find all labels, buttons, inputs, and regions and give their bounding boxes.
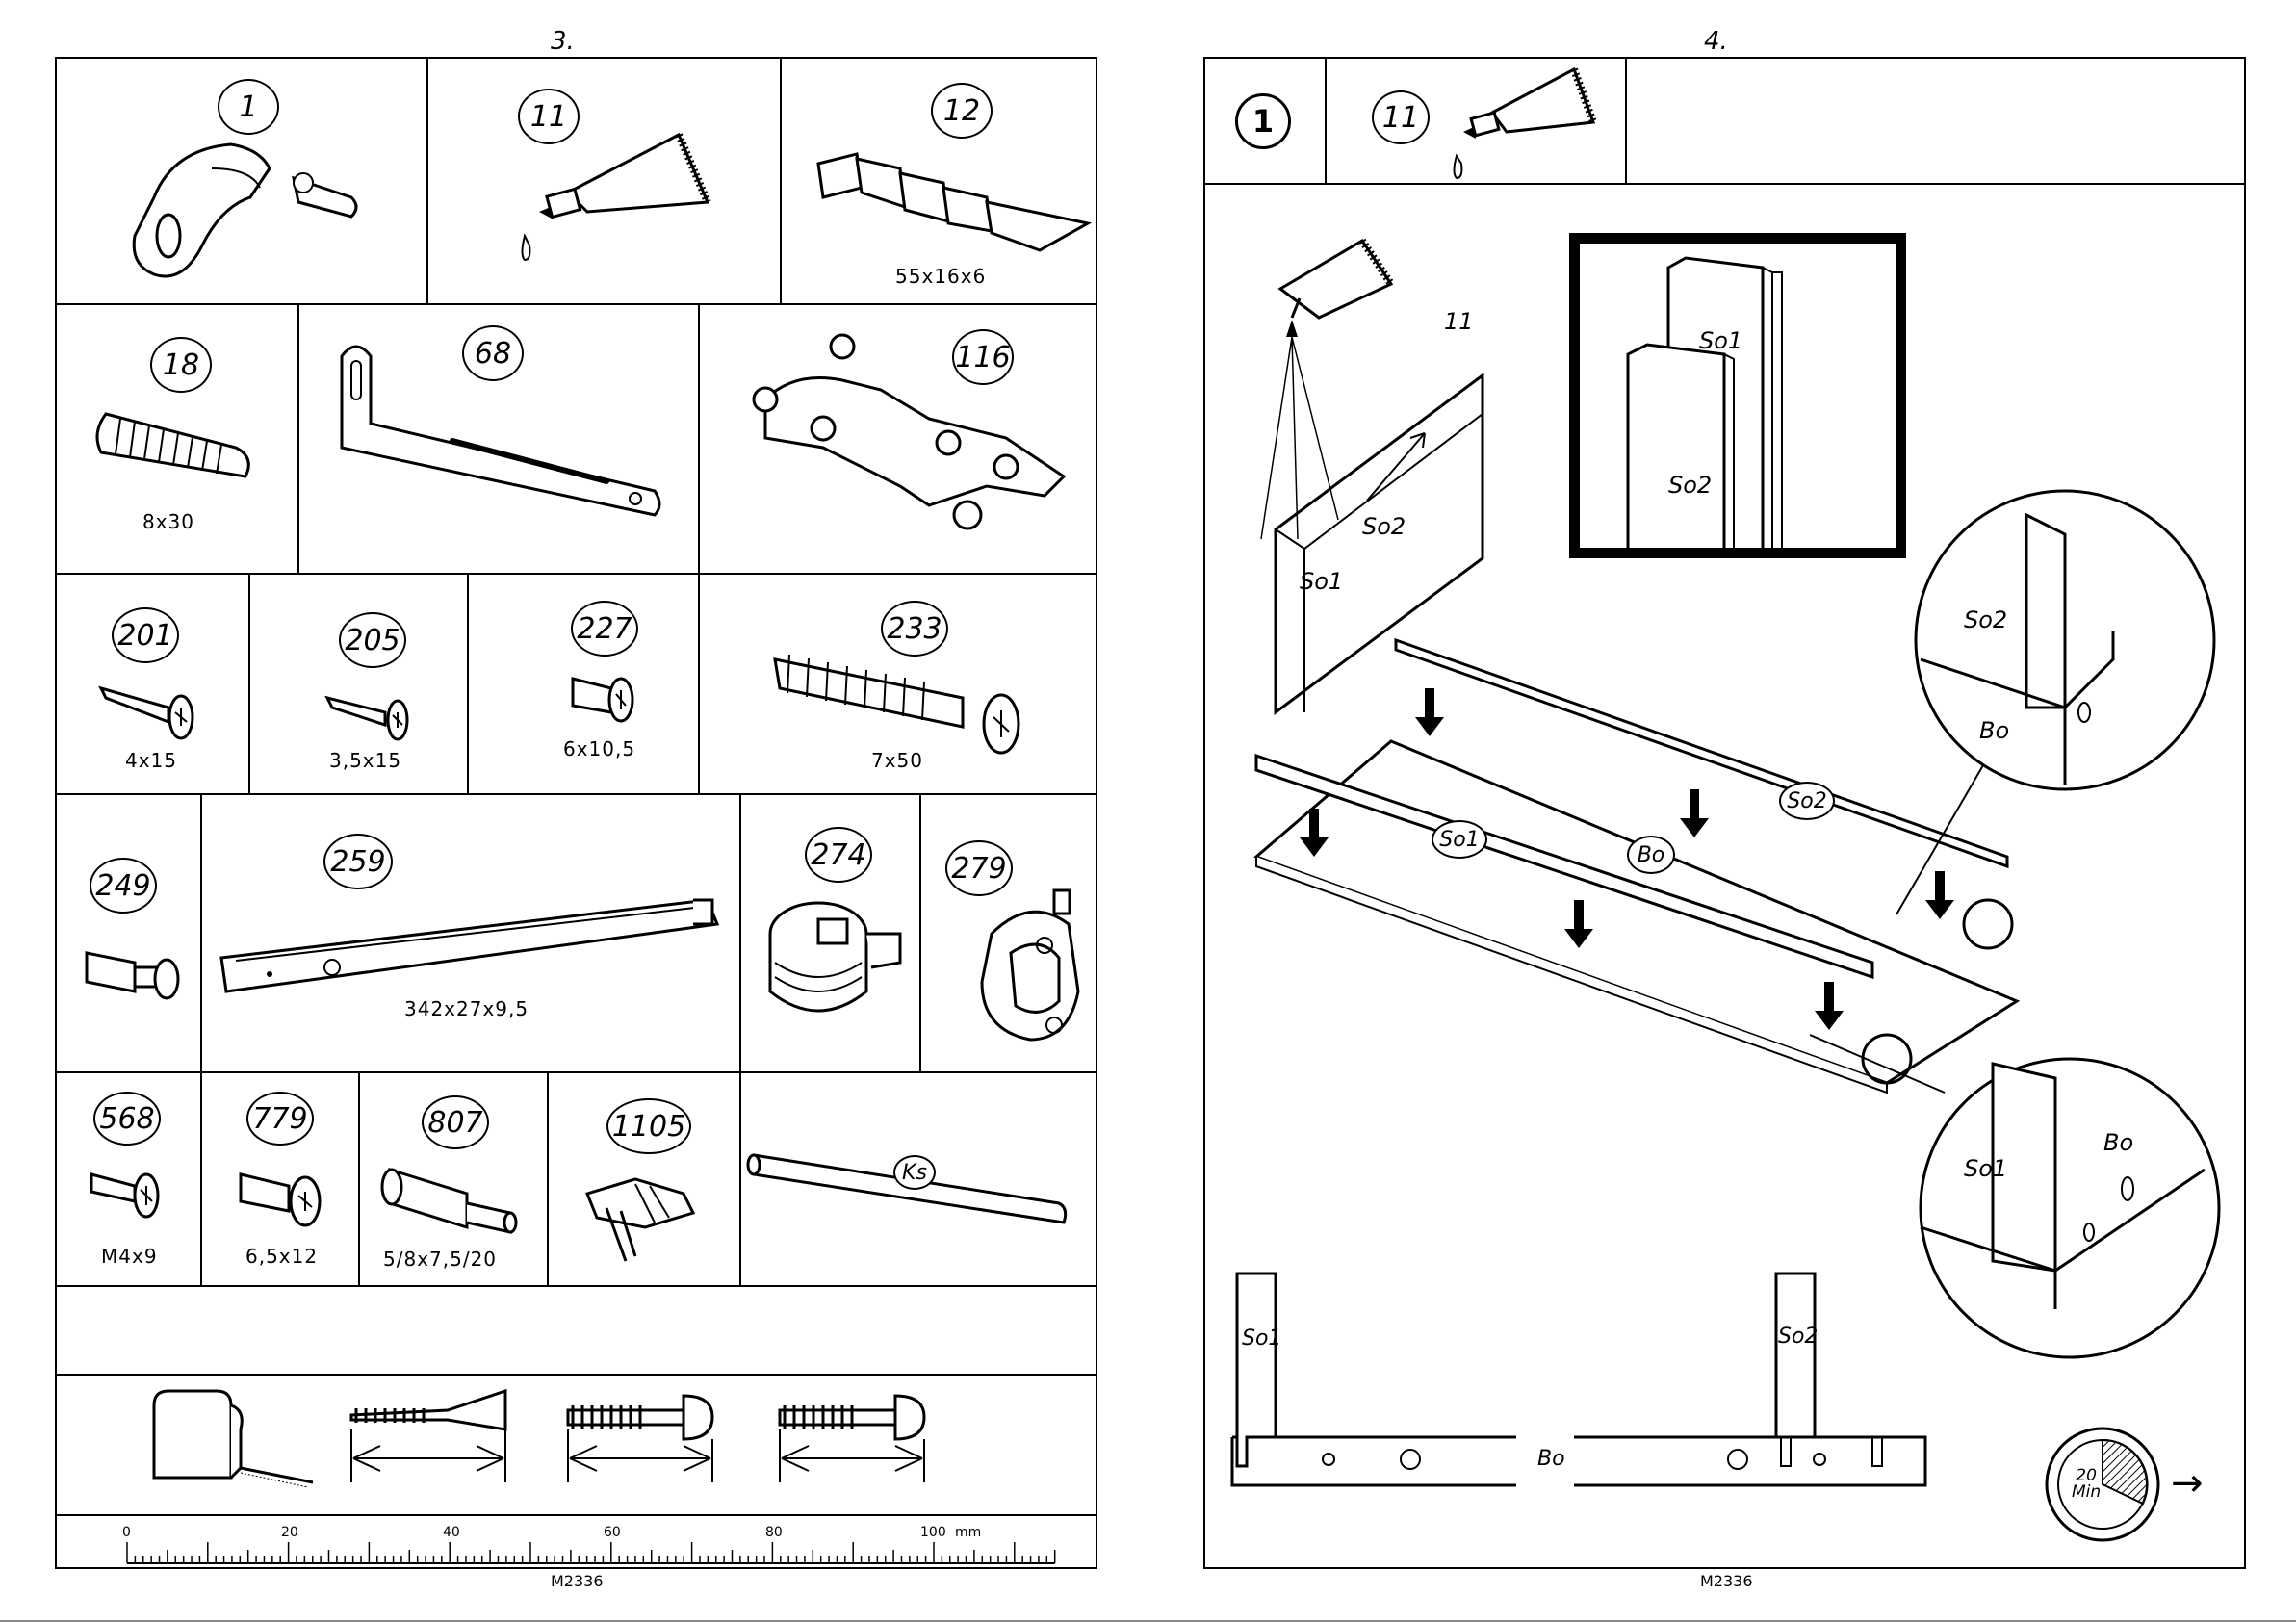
wooden-dowel-icon — [91, 404, 265, 501]
cam-lock-icon — [765, 895, 910, 1030]
part-number: 227 — [571, 601, 638, 657]
ruler-label-60: 60 — [604, 1525, 621, 1540]
part-dimension: M4x9 — [101, 1245, 158, 1268]
connector-fitting-icon — [116, 140, 366, 294]
left-doc-code: M2336 — [551, 1572, 604, 1590]
ruler-label-20: 20 — [281, 1525, 298, 1540]
circle-label-bo: Bo — [1979, 717, 2009, 744]
countersunk-screw-length-icon — [342, 1386, 525, 1492]
part-number: 779 — [246, 1092, 314, 1146]
mounting-bracket-icon — [337, 337, 674, 539]
circle-label-so2: So2 — [1964, 606, 2007, 633]
ruler-label-0: 0 — [122, 1525, 131, 1540]
rail-holder-icon — [972, 886, 1088, 1059]
part-number: 205 — [339, 612, 406, 668]
connector-bolt-icon — [82, 939, 188, 1006]
part-number: 274 — [805, 827, 872, 883]
cabinet-hinge-icon — [736, 332, 1083, 563]
part-dimension: 3,5x15 — [329, 749, 401, 772]
part-dimension: 6x10,5 — [563, 737, 635, 760]
wedge-shims-icon — [809, 154, 1097, 260]
part-number: 568 — [93, 1092, 161, 1146]
part-number: 201 — [112, 607, 179, 663]
panel-label-bo: Bo — [1627, 836, 1675, 874]
tape-measure-icon — [144, 1386, 318, 1502]
strip-label-so1: So1 — [1432, 820, 1487, 859]
screw-icon — [236, 1165, 332, 1232]
shelf-support-pin-icon — [380, 1160, 525, 1247]
ruler-unit: mm — [955, 1525, 981, 1540]
time-unit: Min — [2072, 1484, 2101, 1501]
ruler-label-40: 40 — [443, 1525, 460, 1540]
part-dimension: 8x30 — [142, 510, 194, 533]
detail-callout-lines — [1887, 727, 2002, 1112]
euro-screw-icon — [568, 669, 645, 727]
glue-tube-icon — [501, 116, 722, 270]
part-dimension: 5/8x7,5/20 — [383, 1248, 497, 1271]
part-dimension: 6,5x12 — [245, 1245, 318, 1268]
strip-label-so2: So2 — [1779, 782, 1835, 820]
detail-inset-drawing — [1580, 244, 1896, 548]
inset-label-so1: So1 — [1699, 327, 1742, 354]
step-number: 1 — [1235, 93, 1291, 149]
section-label-so1: So1 — [1242, 1326, 1281, 1351]
right-page-number: 4. — [1704, 27, 1728, 56]
panel-label-so1: So1 — [1300, 568, 1343, 595]
time-readout: 20 Min — [2072, 1468, 2101, 1501]
section-label-bo: Bo — [1537, 1447, 1565, 1471]
part-number: 12 — [931, 83, 993, 139]
circle-label-bo-2: Bo — [2103, 1129, 2133, 1156]
part-number: 1105 — [606, 1098, 691, 1154]
right-doc-code: M2336 — [1700, 1572, 1753, 1590]
drawer-runner-icon — [217, 895, 736, 1001]
left-page-number: 3. — [551, 27, 575, 56]
expansion-dowel-icon — [770, 645, 1030, 760]
part-number: 249 — [90, 858, 157, 914]
next-page-arrow-icon[interactable]: → — [2171, 1461, 2204, 1506]
part-number: 18 — [150, 337, 212, 393]
part-number: Ks — [893, 1155, 936, 1190]
roundhead-screw-length-icon — [558, 1386, 732, 1492]
circle-label-so1: So1 — [1964, 1155, 2007, 1182]
glue-tube-icon — [1439, 60, 1612, 185]
part-dimension: 55x16x6 — [895, 265, 986, 288]
screw-icon — [96, 674, 202, 741]
part-number: 807 — [422, 1095, 489, 1149]
part-dimension: 342x27x9,5 — [404, 997, 529, 1020]
panel-label-so2: So2 — [1362, 513, 1406, 540]
part-dimension: 7x50 — [871, 749, 923, 772]
inset-label-so2: So2 — [1668, 472, 1712, 499]
cross-section-diagram — [1227, 1269, 1940, 1490]
part-number: 1 — [218, 79, 279, 135]
glue-label: 11 — [1444, 308, 1474, 335]
machine-screw-icon — [87, 1165, 173, 1223]
panhead-screw-length-icon — [770, 1386, 943, 1492]
clock-icon — [2043, 1425, 2168, 1550]
part-number: 259 — [323, 834, 393, 889]
shelf-clip-icon — [578, 1165, 712, 1271]
ruler-label-100: 100 — [920, 1525, 946, 1540]
screw-icon — [322, 688, 428, 746]
section-label-so2: So2 — [1778, 1325, 1818, 1349]
ruler-label-80: 80 — [765, 1525, 783, 1540]
ruler-scale — [116, 1529, 982, 1567]
step-part-number: 11 — [1372, 90, 1430, 144]
part-dimension: 4x15 — [125, 749, 177, 772]
